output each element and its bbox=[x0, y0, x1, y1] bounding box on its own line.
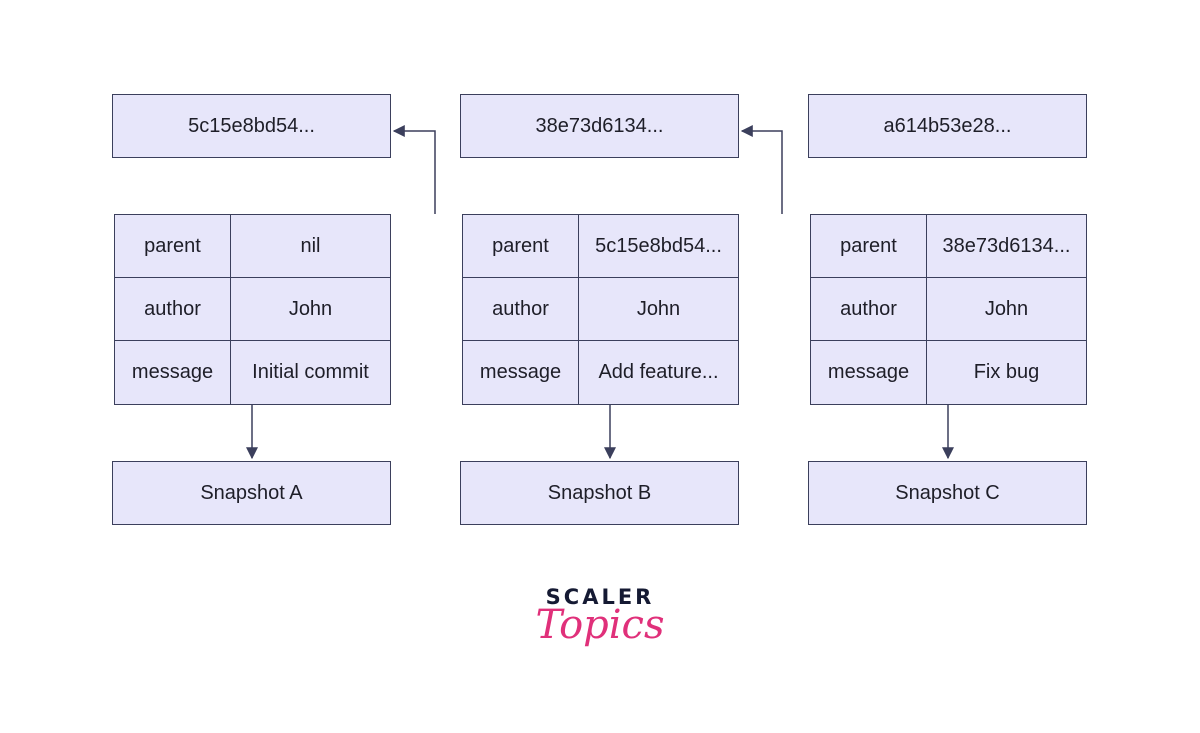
logo-wordmark-scaler: SCALER bbox=[545, 585, 655, 609]
field-key: message bbox=[115, 341, 231, 404]
field-key: parent bbox=[115, 215, 231, 278]
commit-hash: 38e73d6134... bbox=[535, 114, 664, 137]
commit-hash-box: 38e73d6134... bbox=[460, 94, 739, 158]
field-value: Add feature... bbox=[598, 361, 719, 383]
field-value: Fix bug bbox=[973, 361, 1040, 383]
snapshot-label: Snapshot A bbox=[200, 481, 303, 504]
commit-hash-box: a614b53e28... bbox=[808, 94, 1087, 158]
snapshot-box: Snapshot B bbox=[460, 461, 739, 525]
field-key: author bbox=[811, 278, 927, 341]
field-key: author bbox=[463, 278, 579, 341]
field-key: message bbox=[463, 341, 579, 404]
field-value: 38e73d6134... bbox=[927, 215, 1086, 278]
field-value: John bbox=[579, 278, 738, 341]
snapshot-label: Snapshot B bbox=[547, 481, 652, 504]
field-key: parent bbox=[811, 215, 927, 278]
snapshot-box: Snapshot C bbox=[808, 461, 1087, 525]
field-key: message bbox=[811, 341, 927, 404]
commit-object-table: parent 5c15e8bd54... author John message… bbox=[462, 214, 739, 405]
field-value: Initial commit bbox=[252, 361, 369, 383]
parent-pointer-b-to-a bbox=[392, 125, 436, 214]
commit-object-table: parent 38e73d6134... author John message… bbox=[810, 214, 1087, 405]
field-key: parent bbox=[463, 215, 579, 278]
commit-hash: a614b53e28... bbox=[883, 114, 1012, 137]
field-value: nil bbox=[231, 215, 390, 278]
commit-object-table: parent nil author John message Initial c… bbox=[114, 214, 391, 405]
field-value: John bbox=[231, 278, 390, 341]
field-value: 5c15e8bd54... bbox=[579, 215, 738, 278]
snapshot-label: Snapshot C bbox=[895, 481, 1000, 504]
field-key: author bbox=[115, 278, 231, 341]
commit-hash-box: 5c15e8bd54... bbox=[112, 94, 391, 158]
parent-pointer-c-to-b bbox=[740, 125, 783, 214]
logo-wordmark-topics: Topics bbox=[535, 602, 665, 648]
snapshot-box: Snapshot A bbox=[112, 461, 391, 525]
commit-hash: 5c15e8bd54... bbox=[188, 114, 315, 137]
field-value: John bbox=[927, 278, 1086, 341]
